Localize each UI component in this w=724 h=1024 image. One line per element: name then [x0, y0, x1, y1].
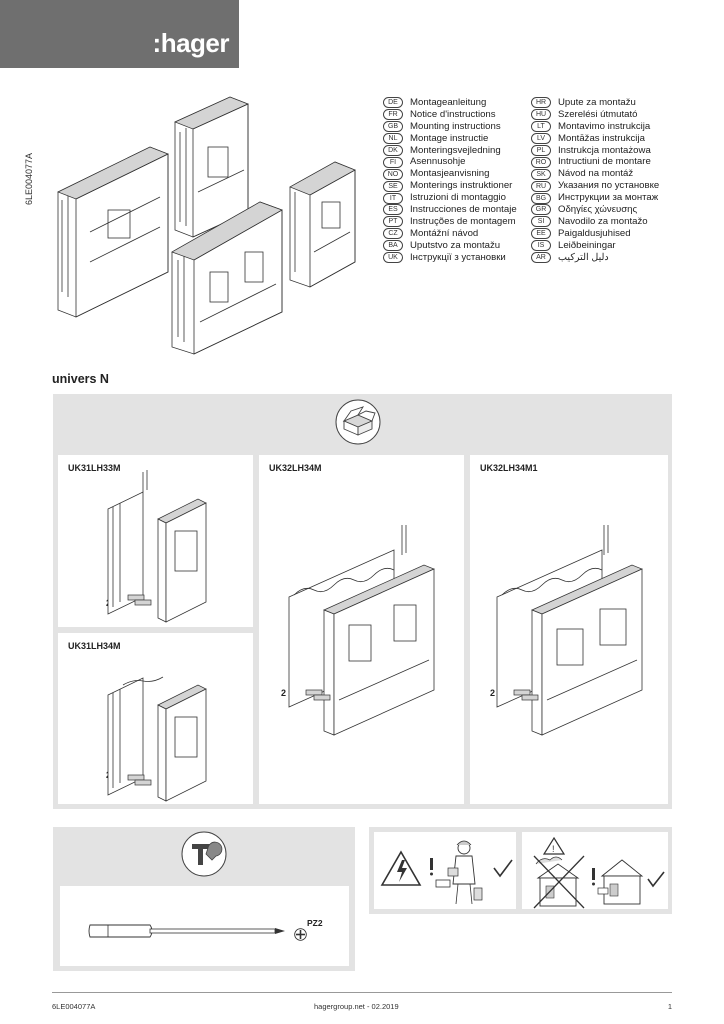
enclosure-drawing	[496, 525, 643, 736]
house-icon	[592, 859, 644, 905]
quantity-label: 2 x	[281, 688, 294, 698]
check-icon	[493, 859, 513, 878]
page-number: 1	[667, 1002, 672, 1011]
phillips-cross-icon	[294, 928, 307, 941]
brand-header: :hager	[0, 0, 239, 68]
svg-text:!: !	[552, 844, 555, 854]
electrical-hazard-icon	[380, 850, 422, 886]
enclosure-drawing	[107, 470, 207, 623]
enclosure-drawing	[288, 525, 435, 736]
check-icon	[647, 871, 665, 888]
footer-divider	[52, 992, 672, 993]
product-code: UK31LH33M	[68, 463, 121, 473]
screwdriver-icon	[88, 924, 285, 938]
hager-logo: :hager	[152, 28, 230, 58]
enclosure-drawing	[107, 676, 207, 802]
enclosure-drawing-4	[289, 161, 356, 288]
box-package-icon	[335, 399, 381, 445]
footer-website-date: hagergroup.net - 02.2019	[314, 1002, 399, 1011]
product-code: UK31LH34M	[68, 641, 121, 651]
product-overview-illustration	[57, 96, 356, 355]
enclosure-drawing-1	[57, 146, 169, 318]
electrician-icon	[430, 840, 483, 905]
tools-icon	[181, 831, 227, 877]
product-card-uk32lh34m: UK32LH34M 2 x	[259, 455, 464, 804]
product-title: univers N	[52, 372, 109, 386]
product-code: UK32LH34M1	[480, 463, 538, 473]
footer-document-id: 6LE004077A	[52, 1002, 96, 1011]
house-icon-crossed: !	[533, 836, 585, 909]
document-id-vertical: 6LE004077A	[24, 152, 34, 205]
product-card-uk31lh33m: UK31LH33M 2 x	[58, 455, 253, 627]
enclosure-drawing-3	[171, 201, 283, 355]
quantity-label: 2 x	[490, 688, 503, 698]
product-card-uk31lh34m: UK31LH34M 2 x	[58, 633, 253, 804]
product-code: UK32LH34M	[269, 463, 322, 473]
bit-size-label: PZ2	[307, 918, 323, 928]
product-card-uk32lh34m1: UK32LH34M1 2 x	[470, 455, 668, 804]
enclosure-drawing-2	[174, 96, 249, 238]
